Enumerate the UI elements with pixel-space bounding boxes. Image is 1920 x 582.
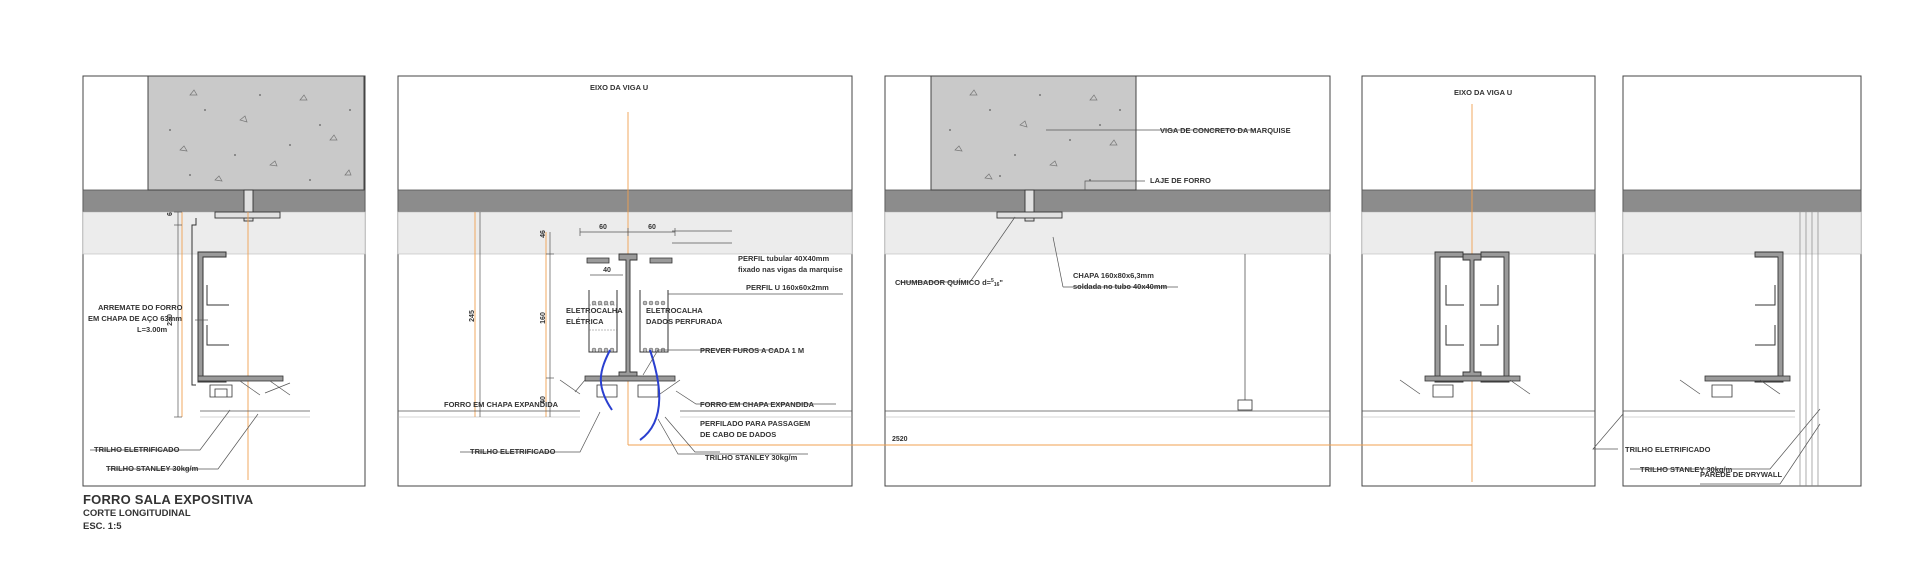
dim-160: 160 bbox=[540, 312, 547, 324]
label-chapa-2: soldada no tubo 40x40mm bbox=[1073, 282, 1168, 291]
label-viga-concreto: VIGA DE CONCRETO DA MARQUISE bbox=[1160, 126, 1291, 135]
plenum-band bbox=[82, 211, 1862, 255]
concrete-beam-left bbox=[147, 75, 365, 191]
label-prever-furos: PREVER FUROS A CADA 1 M bbox=[700, 346, 804, 355]
label-chumbador: CHUMBADOR QUÍMICO d=516" bbox=[895, 278, 1003, 288]
dim-245: 245 bbox=[469, 310, 476, 322]
label-trilho-stanley-1: TRILHO STANLEY 30kg/m bbox=[106, 464, 199, 473]
dim-2520: 2520 bbox=[892, 436, 908, 443]
label-perfilado-2: DE CABO DE DADOS bbox=[700, 430, 776, 439]
label-forro-chapa-left: FORRO EM CHAPA EXPANDIDA bbox=[444, 400, 559, 409]
concrete-beam-center bbox=[930, 75, 1137, 191]
dimension-lines bbox=[174, 211, 676, 418]
label-trilho-eletrificado-3: TRILHO ELETRIFICADO bbox=[1625, 445, 1711, 454]
dim-40-height: 40 bbox=[540, 396, 547, 404]
label-forro-chapa-right: FORRO EM CHAPA EXPANDIDA bbox=[700, 400, 815, 409]
dim-60-left: 60 bbox=[599, 224, 607, 231]
label-eletrocalha-eletrica-2: ELÉTRICA bbox=[566, 317, 604, 326]
leader-lines bbox=[90, 129, 1821, 485]
label-perfilado-1: PERFILADO PARA PASSAGEM bbox=[700, 419, 810, 428]
dim-40-width: 40 bbox=[603, 267, 611, 274]
label-arremate-3: L=3.00m bbox=[137, 325, 168, 334]
label-eletrocalha-dados-1: ELETROCALHA bbox=[646, 306, 703, 315]
ceiling-slab bbox=[82, 189, 1862, 213]
panel2-ibeam bbox=[398, 253, 852, 418]
frame-panels bbox=[82, 75, 1862, 487]
label-perfil-u: PERFIL U 160x60x2mm bbox=[746, 283, 829, 292]
panel1-profile bbox=[191, 218, 310, 418]
anchor-plates bbox=[214, 189, 1063, 222]
label-chapa-1: CHAPA 160x80x6,3mm bbox=[1073, 271, 1154, 280]
panel5-profile bbox=[1623, 212, 1819, 486]
panel4-ibeam bbox=[1362, 251, 1595, 418]
panel3-hanger bbox=[885, 254, 1330, 418]
label-arremate-1: ARREMATE DO FORRO bbox=[98, 303, 183, 312]
label-perfil-tubular-1: PERFIL tubular 40X40mm bbox=[738, 254, 829, 263]
label-trilho-eletrificado-1: TRILHO ELETRIFICADO bbox=[94, 445, 180, 454]
dim-60-right: 60 bbox=[648, 224, 656, 231]
label-parede-drywall: PAREDE DE DRYWALL bbox=[1700, 470, 1783, 479]
axis-lines bbox=[181, 104, 1473, 482]
drawing-section: CORTE LONGITUDINAL bbox=[83, 508, 191, 519]
label-eletrocalha-dados-2: DADOS PERFURADA bbox=[646, 317, 723, 326]
dim-6: 6 bbox=[167, 212, 174, 216]
dim-230: 230 bbox=[167, 314, 174, 326]
label-eletrocalha-eletrica-1: ELETROCALHA bbox=[566, 306, 623, 315]
label-trilho-stanley-2: TRILHO STANLEY 30kg/m bbox=[705, 453, 798, 462]
label-trilho-stanley-3: TRILHO STANLEY 30kg/m bbox=[1640, 465, 1733, 474]
label-arremate-2: EM CHAPA DE AÇO 63mm bbox=[88, 314, 182, 323]
drawing-scale: ESC. 1:5 bbox=[83, 521, 122, 532]
data-cables bbox=[599, 349, 661, 441]
label-eixo-viga-2: EIXO DA VIGA U bbox=[1454, 88, 1512, 97]
title-block: FORRO SALA EXPOSITIVA CORTE LONGITUDINAL… bbox=[83, 492, 253, 533]
drawing-title: FORRO SALA EXPOSITIVA bbox=[83, 492, 254, 507]
dim-46: 46 bbox=[540, 230, 547, 238]
label-perfil-tubular-2: fixado nas vigas da marquise bbox=[738, 265, 843, 274]
label-trilho-eletrificado-2: TRILHO ELETRIFICADO bbox=[470, 447, 556, 456]
label-laje-forro: LAJE DE FORRO bbox=[1150, 176, 1211, 185]
label-eixo-viga-1: EIXO DA VIGA U bbox=[590, 83, 648, 92]
